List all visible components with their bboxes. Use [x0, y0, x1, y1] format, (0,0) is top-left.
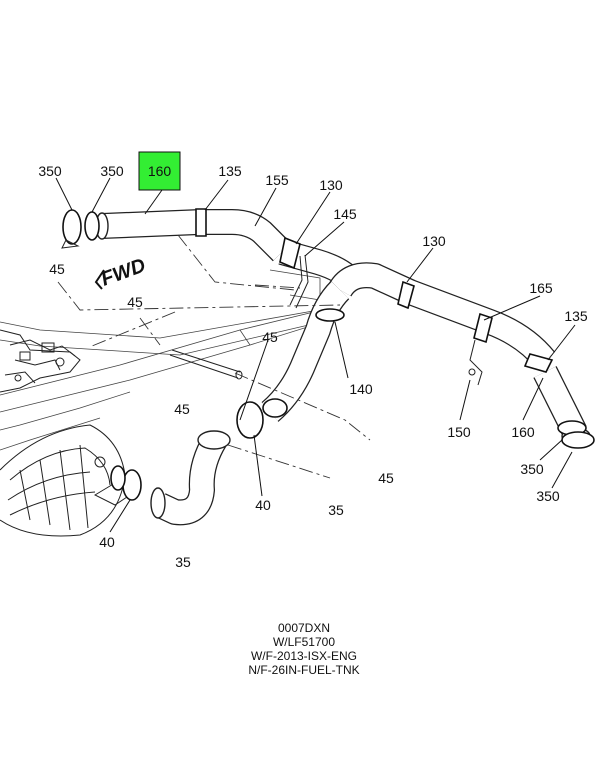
callout-140: 140 [349, 381, 373, 397]
callout-35: 35 [175, 554, 191, 570]
callout-160: 160 [511, 424, 535, 440]
highlight-label-160: 160 [148, 163, 172, 179]
callout-45: 45 [378, 470, 394, 486]
callout-350: 350 [38, 163, 62, 179]
callout-155: 155 [265, 172, 289, 188]
callout-350: 350 [536, 488, 560, 504]
highlight-box-160[interactable] [138, 151, 181, 191]
caption-line-1: 0007DXN [278, 621, 330, 635]
callout-40: 40 [255, 497, 271, 513]
callout-135: 135 [218, 163, 242, 179]
callout-150: 150 [447, 424, 471, 440]
callout-labels: 350 350 135 155 130 145 130 45 45 45 45 … [38, 163, 588, 570]
callout-45: 45 [49, 261, 65, 277]
chassis-frame [0, 269, 331, 451]
callout-45: 45 [262, 329, 278, 345]
callout-350: 350 [520, 461, 544, 477]
callout-35: 35 [328, 502, 344, 518]
diagram-caption: 0007DXN W/LF51700 W/F-2013-ISX-ENG N/F-2… [248, 621, 359, 677]
callout-350: 350 [100, 163, 124, 179]
forward-direction-marker: FWD [94, 254, 149, 291]
callout-145: 145 [333, 206, 357, 222]
callout-135: 135 [564, 308, 588, 324]
exhaust-pipes [95, 209, 591, 526]
callout-130: 130 [422, 233, 446, 249]
callout-45: 45 [127, 294, 143, 310]
fwd-label: FWD [98, 254, 148, 290]
callout-165: 165 [529, 280, 553, 296]
alignment-lines [57, 234, 371, 479]
callout-40: 40 [99, 534, 115, 550]
leader-lines [55, 177, 576, 533]
callout-130: 130 [319, 177, 343, 193]
caption-line-3: W/F-2013-ISX-ENG [251, 649, 357, 663]
aftertreatment-assembly [0, 329, 131, 537]
caption-line-4: N/F-26IN-FUEL-TNK [248, 663, 359, 677]
caption-line-2: W/LF51700 [273, 635, 335, 649]
callout-45: 45 [174, 401, 190, 417]
